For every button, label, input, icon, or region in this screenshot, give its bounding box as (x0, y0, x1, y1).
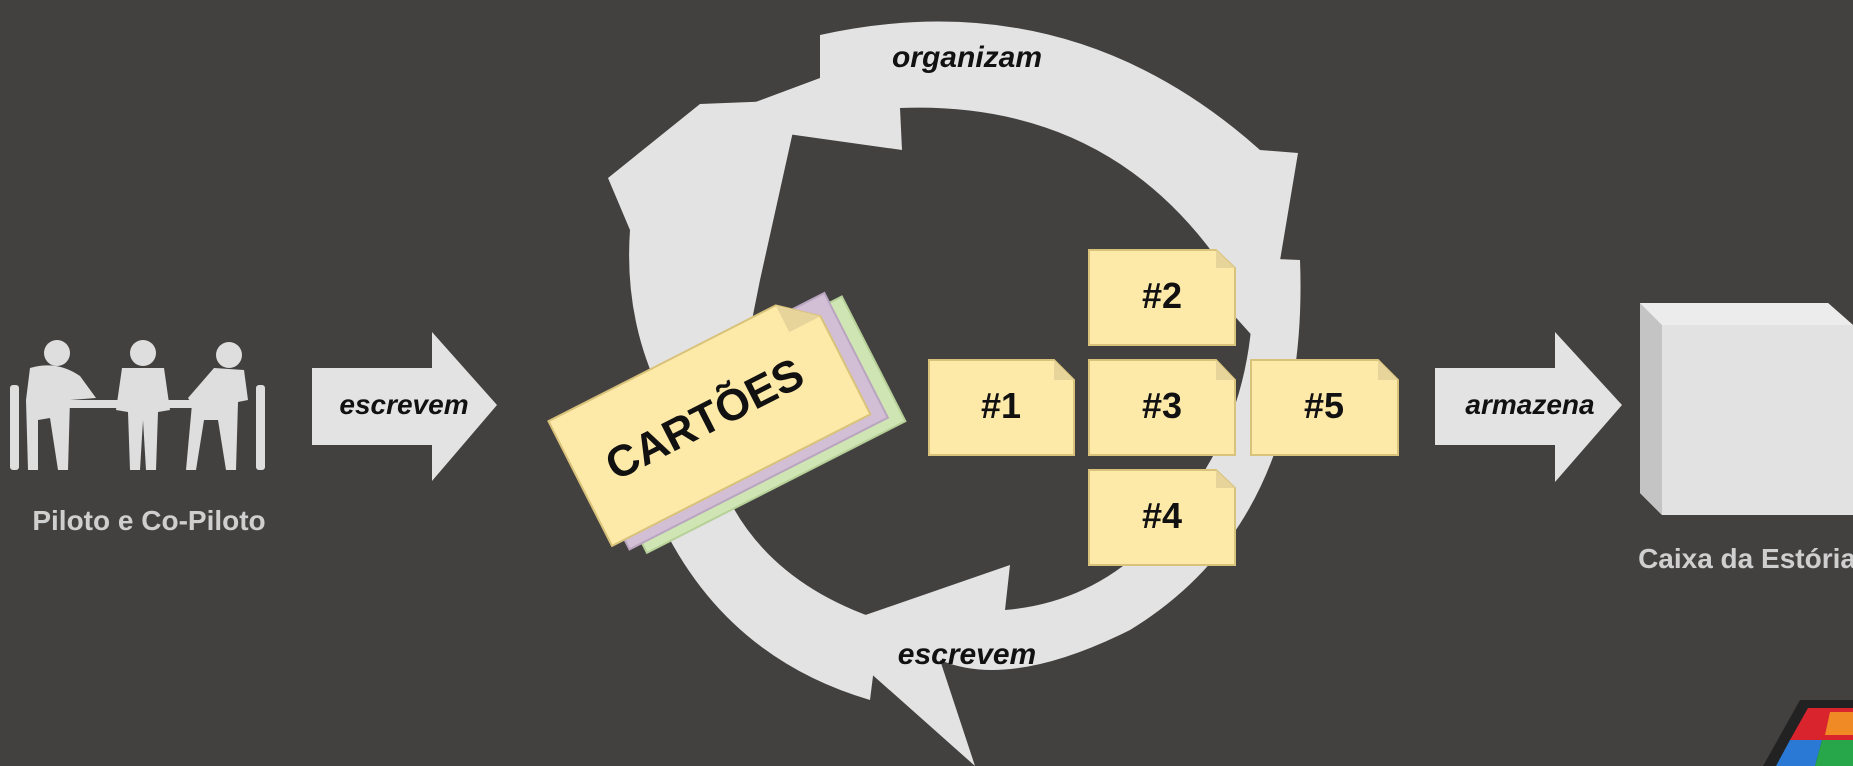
cycle-bottom-label: escrevem (898, 638, 1036, 671)
arrow-right (1435, 332, 1622, 482)
note-5: #5 (1250, 359, 1399, 456)
note-1: #1 (928, 359, 1075, 456)
note-5-label: #5 (1304, 385, 1344, 426)
note-2: #2 (1088, 249, 1236, 346)
note-3: #3 (1088, 359, 1236, 456)
note-3-label: #3 (1142, 385, 1182, 426)
cube-logo-icon (1763, 700, 1853, 766)
note-2-label: #2 (1142, 275, 1182, 316)
note-4: #4 (1088, 469, 1236, 566)
box-caption: Caixa da Estória (1638, 543, 1853, 574)
story-box (1640, 303, 1853, 515)
cycle-arrows (608, 21, 1301, 766)
arrow-left (312, 332, 497, 481)
card-front (547, 304, 872, 548)
people-icon (10, 340, 265, 470)
cycle-top-label: organizam (892, 41, 1042, 74)
note-4-label: #4 (1142, 495, 1182, 536)
arrow-left-label: escrevem (339, 389, 468, 420)
people-caption: Piloto e Co-Piloto (32, 505, 265, 536)
note-1-label: #1 (981, 385, 1021, 426)
arrow-right-label: armazena (1465, 389, 1594, 420)
